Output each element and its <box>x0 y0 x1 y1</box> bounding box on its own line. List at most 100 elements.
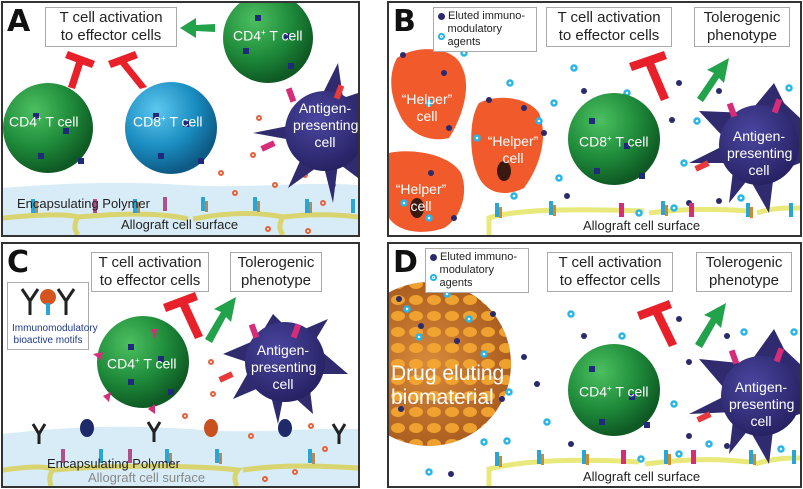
cd4-cell-label: CD4+ T cell <box>579 383 649 400</box>
helper-cell-3 <box>389 151 465 232</box>
promote-arrow <box>695 303 726 348</box>
antigen-presenting-cell <box>689 329 800 464</box>
polymer-label: Encapsulating Polymer <box>17 196 150 211</box>
inhibit-symbol <box>629 51 669 101</box>
panel-letter: B <box>393 4 416 39</box>
activation-line-2: to effector cells <box>559 272 661 289</box>
promote-arrow <box>180 18 215 38</box>
helper-cell-label: “Helper”cell <box>487 133 539 166</box>
mhc-receptors <box>260 84 345 152</box>
cd4-cell-label: CD4+ T cell <box>107 355 177 372</box>
legend-line-1: Eluted immuno- <box>448 10 526 22</box>
activation-line-1: T cell activation <box>98 254 202 271</box>
panel-c: C Immunomodulatory bioactive motifs T ce… <box>1 242 360 488</box>
cd4-t-cell-left <box>3 83 93 173</box>
tolerogenic-line-2: phenotype <box>240 272 312 289</box>
tolerogenic-line-1: Tolerogenic <box>705 254 783 271</box>
activation-line-1: T cell activation <box>558 254 662 271</box>
activation-box: T cell activation to effector cells <box>91 252 209 292</box>
helper-nucleus <box>497 161 511 181</box>
polymer-label: Encapsulating Polymer <box>47 456 180 471</box>
motif-legend-line-2: bioactive motifs <box>13 335 83 346</box>
legend-line-2: modulatory agents <box>447 23 502 48</box>
tolerogenic-line-1: Tolerogenic <box>703 9 781 26</box>
eluted-agents-legend: Eluted immuno- modulatory agents <box>425 248 529 293</box>
surface-label: Allograft cell surface <box>583 469 701 484</box>
dark-particle-icon <box>430 254 437 261</box>
activation-box: T cell activation to effector cells <box>547 252 673 292</box>
panel-letter: C <box>7 245 30 280</box>
promote-arrow <box>205 297 236 343</box>
tcr-receptors <box>128 344 174 395</box>
surface-label: Allograft cell surface <box>583 218 701 233</box>
cd8-t-cell <box>125 82 217 174</box>
surface-label: Allograft cell surface <box>88 470 206 485</box>
allograft-membrane <box>3 463 358 486</box>
motif-legend-line-1: Immunomodulatory <box>12 323 98 334</box>
cd4-t-cell <box>97 316 189 408</box>
antigen-presenting-cell <box>223 314 348 424</box>
surface-label: Allograft cell surface <box>121 217 239 232</box>
eluted-agents-legend: Eluted immuno- modulatory agents <box>433 7 537 52</box>
tolerogenic-box: Tolerogenic phenotype <box>694 7 790 47</box>
helper-nucleus <box>410 198 424 218</box>
panel-letter: A <box>7 4 31 39</box>
helper-cell-1 <box>391 49 467 140</box>
panel-d-illustration <box>389 282 800 486</box>
panel-d: D Eluted immuno- modulatory agents T cel… <box>387 242 802 488</box>
eluted-agents-cyan <box>400 49 793 222</box>
tcr-receptors <box>33 15 294 164</box>
cd4-cell-top-label: CD4+ T cell <box>233 27 303 44</box>
surface-receptors <box>61 449 315 464</box>
activation-line-2: to effector cells <box>99 272 201 289</box>
mhc-receptors <box>218 323 302 383</box>
panel-a: A T cell activation to effector cells CD… <box>1 1 360 237</box>
panel-a-illustration <box>3 3 358 235</box>
tolerogenic-box: Tolerogenic phenotype <box>696 252 792 292</box>
eluted-agents-dark <box>396 296 730 477</box>
legend-line-1: Eluted immuno- <box>440 251 518 263</box>
antigen-presenting-cell <box>689 83 800 213</box>
mhc-receptors <box>696 347 785 423</box>
helper-cell-label: “Helper”cell <box>401 91 453 124</box>
allograft-membrane <box>3 211 358 235</box>
cyan-particle-icon <box>430 273 437 281</box>
dark-particle-icon <box>438 13 445 20</box>
tolerogenic-line-2: phenotype <box>708 272 780 289</box>
motifs-legend: Immunomodulatory bioactive motifs <box>7 282 98 350</box>
activation-line-2: to effector cells <box>558 27 660 44</box>
activation-line-2: to effector cells <box>60 27 162 44</box>
mhc-receptors <box>694 98 783 172</box>
cd8-t-cell <box>568 93 660 185</box>
panel-letter: D <box>393 245 418 280</box>
activation-box: T cell activation to effector cells <box>45 7 177 47</box>
tcr-receptors <box>589 118 645 179</box>
legend-line-2: modulatory agents <box>439 264 494 289</box>
inhibit-symbol <box>163 292 203 339</box>
motifs-icon <box>20 288 76 315</box>
activation-line-1: T cell activation <box>557 9 661 26</box>
cd4-t-cell-top <box>223 3 313 83</box>
activation-line-1: T cell activation <box>59 9 163 26</box>
panel-b: B Eluted immuno- modulatory agents T cel… <box>387 1 802 237</box>
surface-receptors <box>495 201 793 218</box>
surface-motifs <box>31 419 347 444</box>
activation-box: T cell activation to effector cells <box>546 7 672 47</box>
tolerogenic-line-1: Tolerogenic <box>237 254 315 271</box>
helper-cells <box>389 49 544 232</box>
surface-receptors <box>31 197 355 213</box>
antigen-particles <box>182 359 328 482</box>
panel-c-illustration <box>3 292 358 486</box>
inhibit-symbols <box>65 51 147 89</box>
costim-ligands <box>93 329 157 414</box>
helper-cell-label: “Helper”cell <box>395 181 447 214</box>
tolerogenic-box: Tolerogenic phenotype <box>230 252 322 292</box>
helper-cell-2 <box>471 97 544 193</box>
surface-receptors <box>495 450 796 467</box>
cd4-cell-left-label: CD4+ T cell <box>9 113 79 130</box>
panel-b-illustration <box>389 49 800 235</box>
allograft-membrane <box>486 455 800 486</box>
